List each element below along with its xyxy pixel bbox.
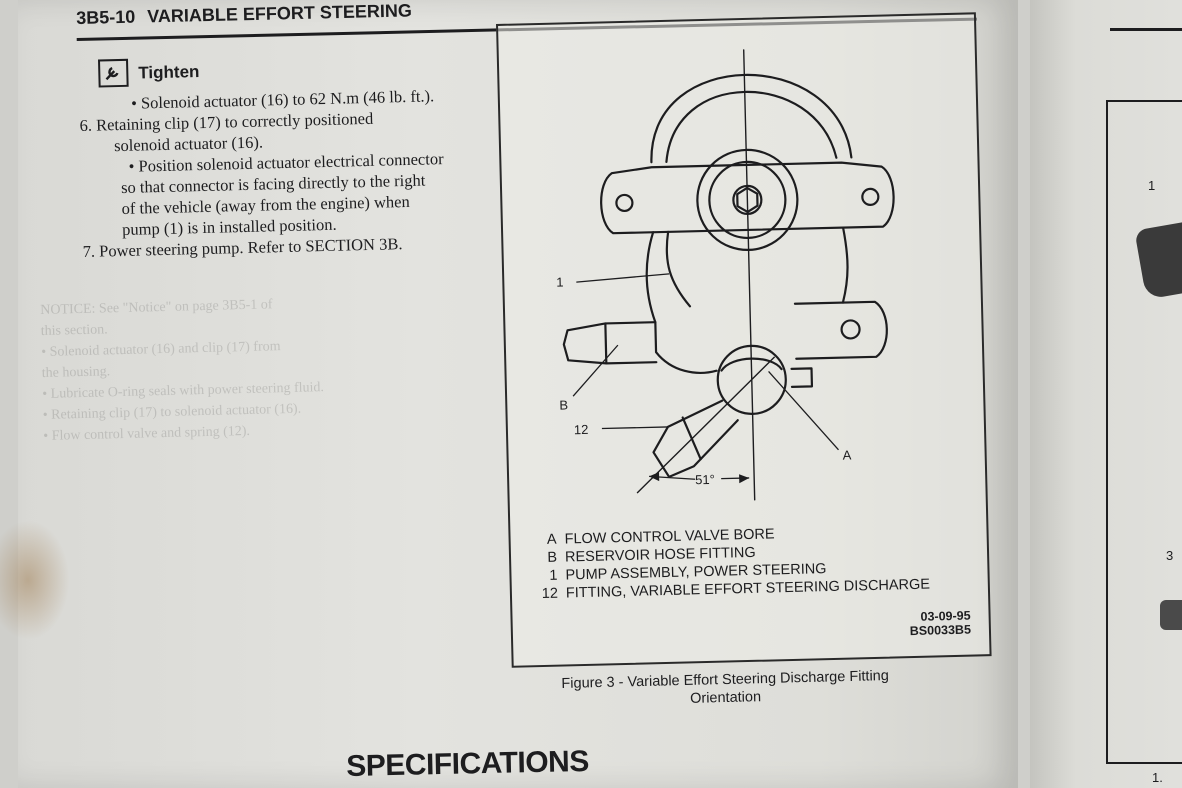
- legend-key: A: [546, 531, 557, 548]
- angle-label: 51°: [695, 472, 715, 487]
- right-page-figure-box: [1106, 100, 1182, 764]
- right-page-part-image: [1160, 600, 1182, 630]
- right-page-rule: [1110, 28, 1182, 31]
- figure-date-ref: 03-09-95 BS0033B5: [909, 609, 971, 638]
- wrench-icon: [97, 58, 129, 88]
- callout-1: 1: [556, 274, 564, 289]
- pump-diagram: 1 B 12 A 51°: [556, 49, 895, 501]
- section-heading: SPECIFICATIONS: [346, 744, 590, 783]
- figure-ref: BS0033B5: [909, 622, 972, 639]
- tighten-heading: Tighten: [97, 50, 499, 88]
- page-stain: [0, 520, 70, 640]
- right-callout: 1: [1148, 178, 1156, 193]
- instruction-block: Tighten • Solenoid actuator (16) to 62 N…: [78, 50, 503, 262]
- callout-b: B: [559, 397, 568, 412]
- callout-a: A: [842, 447, 851, 462]
- legend-key: 12: [541, 585, 559, 603]
- legend-key: B: [547, 549, 558, 566]
- figure-date: 03-09-95: [920, 608, 971, 624]
- right-step-number: 1.: [1152, 770, 1163, 785]
- tighten-label: Tighten: [138, 61, 200, 83]
- right-callout: 3: [1166, 548, 1174, 563]
- section-code: 3B5-10: [76, 6, 136, 28]
- bleed-through-text: NOTICE: See "Notice" on page 3B5-1 of th…: [40, 289, 483, 447]
- legend-key: 1: [549, 567, 558, 584]
- callout-12: 12: [574, 422, 589, 437]
